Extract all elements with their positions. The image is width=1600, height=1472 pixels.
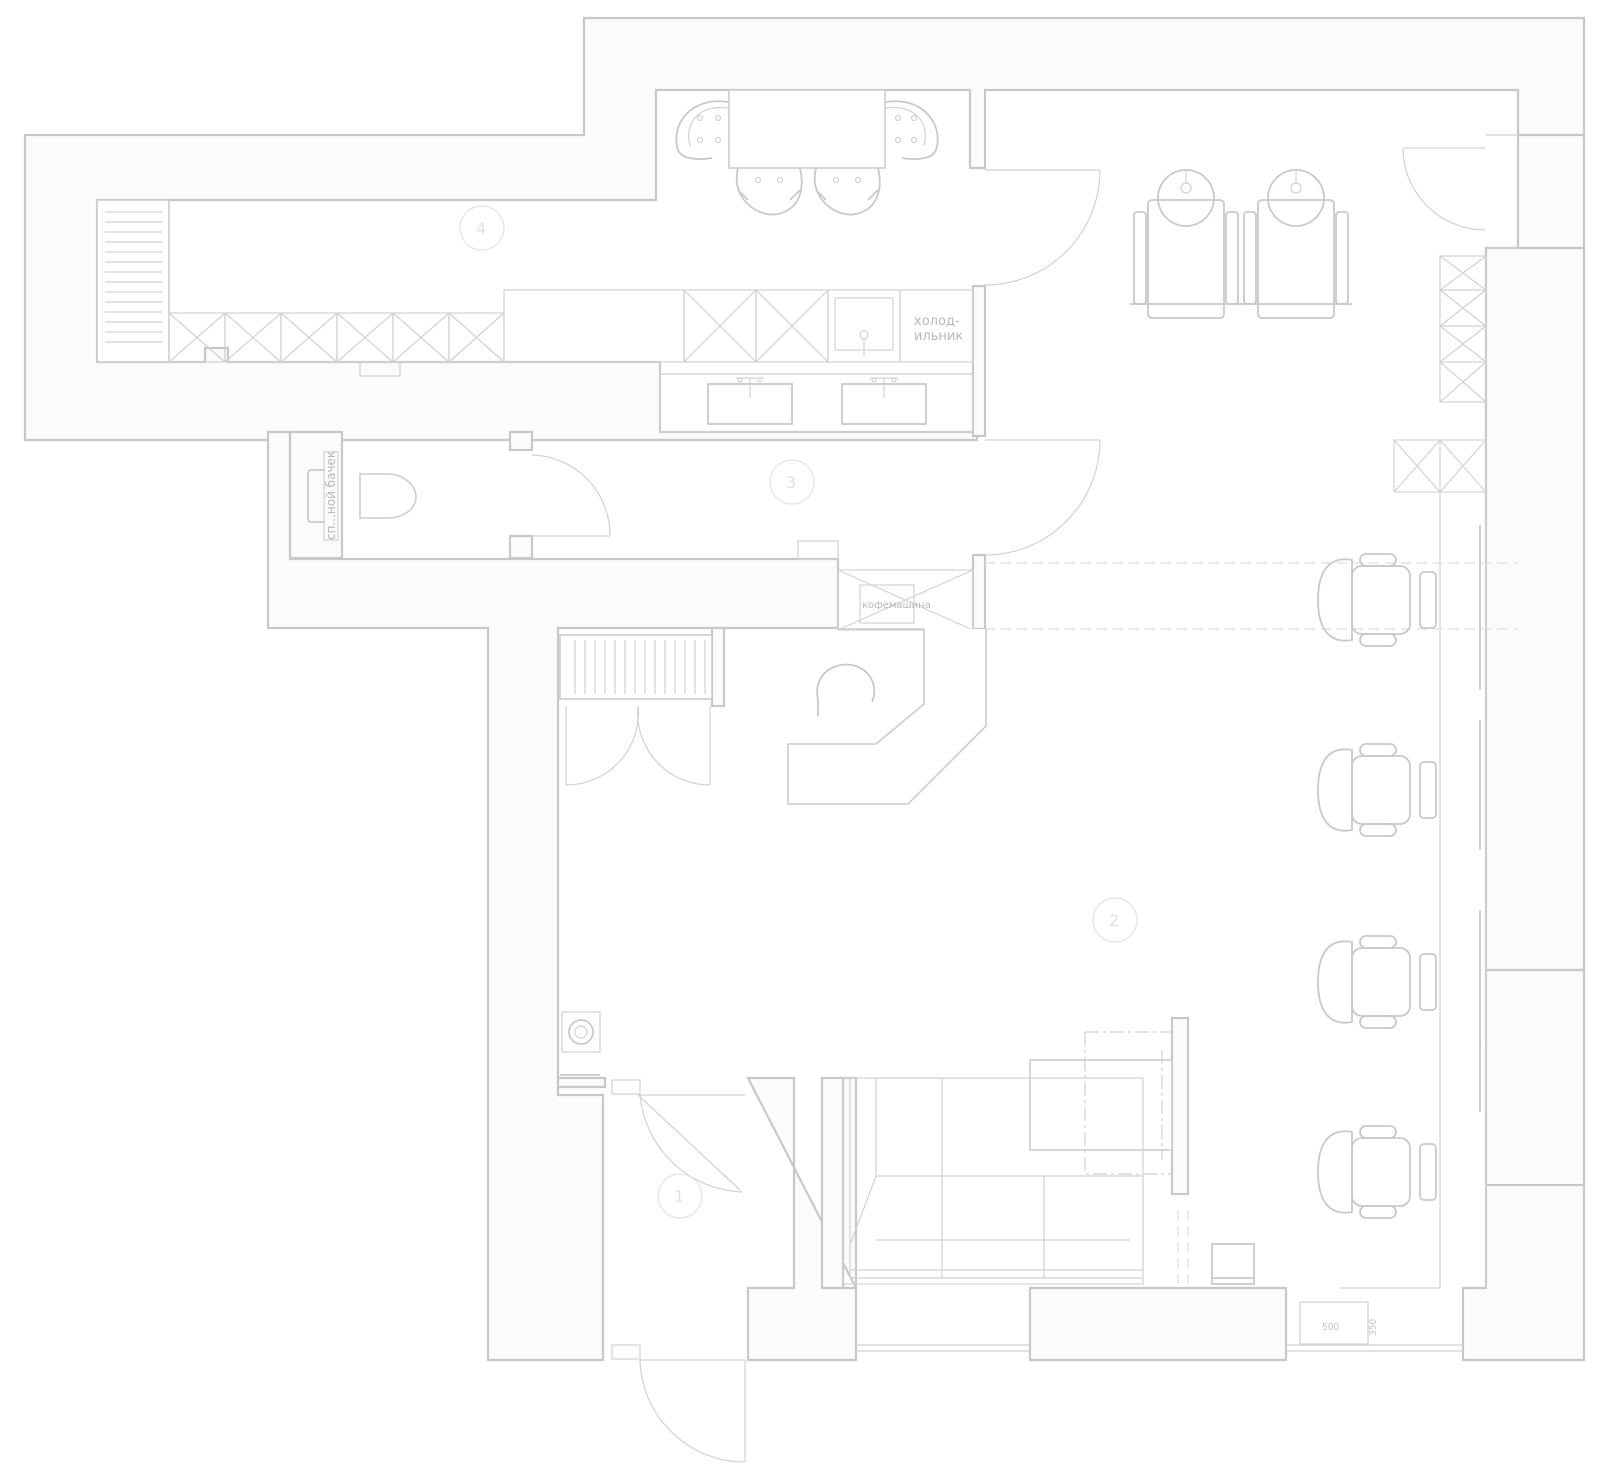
dimension-width: 500 <box>1322 1322 1339 1333</box>
room-1-number: 1 <box>674 1187 684 1206</box>
styling-chair-3 <box>1317 935 1437 1029</box>
sofa <box>842 1077 1144 1285</box>
wall-north-wing <box>23 16 1586 442</box>
shampoo-chair-2 <box>1240 169 1352 319</box>
wall-kitchen-bath-divider <box>971 284 987 438</box>
styling-chair-1 <box>1317 553 1437 647</box>
room-3-marker <box>769 459 815 505</box>
fridge-label-1: холод- <box>914 314 960 329</box>
room-2-marker <box>1092 897 1138 943</box>
door-entry-outer <box>639 1359 746 1463</box>
styling-chair-4 <box>1317 1125 1437 1219</box>
east-shelving <box>1340 255 1487 1289</box>
storage-shelves <box>559 634 713 700</box>
reception-chair <box>816 663 876 716</box>
door-wc <box>531 454 611 537</box>
doors <box>531 147 1486 1463</box>
dining-table <box>728 89 886 169</box>
chair-dining-2 <box>885 100 939 160</box>
coffee-label: кофемашина <box>862 600 931 611</box>
walls <box>23 16 1586 1362</box>
room-2-number: 2 <box>1109 911 1119 930</box>
entrance-area: 1 <box>657 1173 703 1219</box>
wall-wc-door-bot <box>508 534 534 560</box>
grab-bar <box>307 469 324 523</box>
stair-treads <box>105 211 162 343</box>
washbasins <box>659 373 974 433</box>
windows <box>856 134 1518 1352</box>
cistern <box>323 451 339 541</box>
dimension-height: 350 <box>1368 1319 1379 1336</box>
wall-storage-right <box>710 626 726 708</box>
room-4-marker <box>459 205 505 251</box>
door-storage-right <box>637 705 711 786</box>
room-3-number: 3 <box>786 473 796 492</box>
reception-desk <box>787 628 987 805</box>
fridge-label-2: ильник <box>914 329 963 344</box>
wall-divider-entry <box>820 1076 845 1290</box>
door-entry-inner <box>637 1094 745 1193</box>
shampoo-chair-1 <box>1130 169 1242 319</box>
cashier-box <box>1211 1243 1255 1285</box>
wall-coffee-divider <box>971 553 987 631</box>
fridge <box>899 289 974 363</box>
wall-wc-left <box>288 430 344 560</box>
wall-screen <box>1170 1016 1190 1196</box>
wc-area: сп...ной бачек 3 <box>307 451 839 560</box>
dimension-box: 500 350 <box>1299 1301 1379 1345</box>
door-storage-left <box>565 705 639 786</box>
door-east <box>1402 147 1486 231</box>
wall-east-lower <box>1484 968 1586 1187</box>
door-bath <box>984 439 1101 556</box>
styling-chair-2 <box>1317 743 1437 837</box>
wall-south-mid <box>1028 1286 1288 1362</box>
tv-console <box>1029 1059 1173 1151</box>
wall-west-hall <box>266 430 840 1362</box>
chair-dining-3 <box>735 167 803 216</box>
chair-dining-4 <box>813 167 881 216</box>
chair-dining-1 <box>675 100 729 160</box>
washer <box>561 1011 601 1053</box>
door-kitchen <box>984 169 1101 286</box>
room-4-number: 4 <box>476 219 486 238</box>
cistern-label: сп...ной бачек <box>324 451 338 540</box>
wall-wc-door-top <box>508 430 534 452</box>
staircase-left <box>96 199 170 363</box>
cabinets-low <box>168 289 829 377</box>
kitchen-area: холод- ильник 4 <box>96 89 974 377</box>
wall-east-column <box>1484 246 1586 972</box>
salon-area: кофемашина <box>559 169 1518 1289</box>
toilet <box>359 473 417 519</box>
wall-south-left <box>746 1076 858 1362</box>
room-1-marker <box>657 1173 703 1219</box>
